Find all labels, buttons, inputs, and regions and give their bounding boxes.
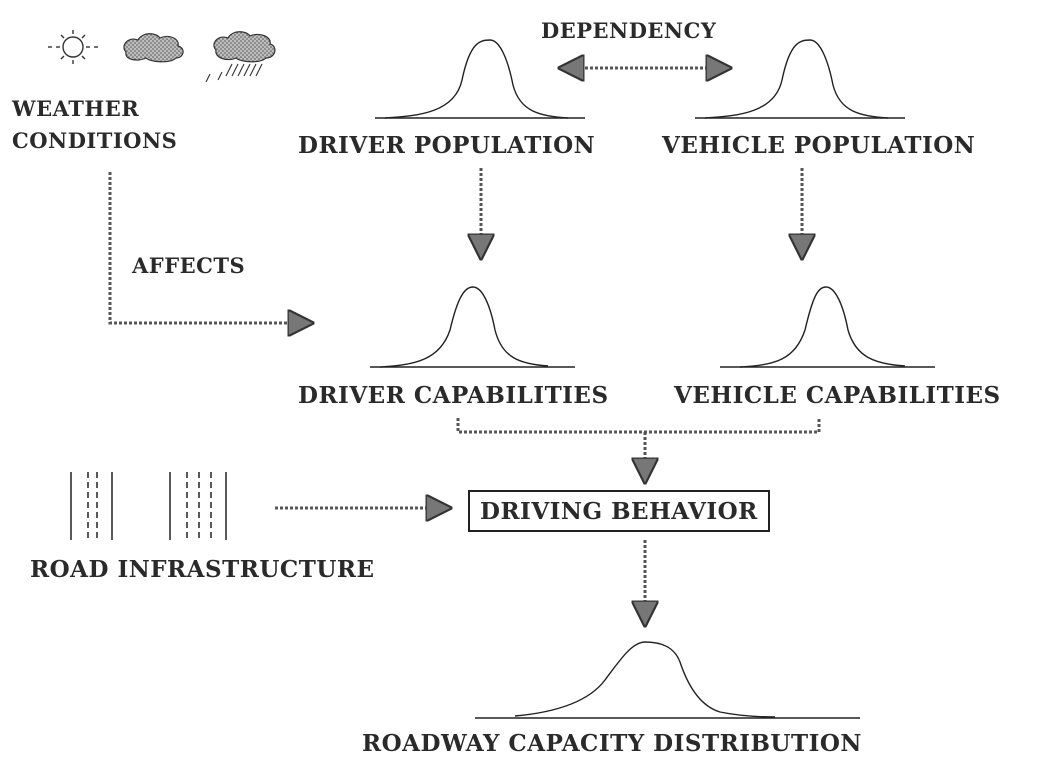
arrow-weather-affects — [108, 172, 312, 323]
bell-curve-vehicle-population — [695, 39, 905, 119]
weather-label-line1: WEATHER — [12, 96, 140, 121]
rain-cloud-icon — [205, 31, 276, 83]
three-lane-road-icon — [169, 472, 227, 540]
dependency-label: DEPENDENCY — [541, 18, 717, 43]
roadway-capacity-label: ROADWAY CAPACITY DISTRIBUTION — [362, 730, 862, 757]
cloud-icon — [123, 33, 184, 63]
driving-behavior-box: DRIVING BEHAVIOR — [468, 490, 770, 532]
driver-capabilities-label: DRIVER CAPABILITIES — [298, 382, 609, 409]
bell-curve-roadway-capacity — [475, 641, 860, 719]
sun-icon — [48, 30, 98, 64]
bell-curve-driver-capabilities — [370, 286, 575, 368]
bell-curve-driver-population — [375, 39, 585, 119]
two-lane-road-icon — [70, 472, 113, 540]
vehicle-population-label: VEHICLE POPULATION — [662, 132, 976, 159]
vehicle-capabilities-label: VEHICLE CAPABILITIES — [674, 382, 1001, 409]
bell-curve-vehicle-capabilities — [720, 286, 935, 368]
driver-population-label: DRIVER POPULATION — [298, 132, 596, 159]
affects-label: AFFECTS — [132, 253, 246, 278]
capabilities-merge-line — [456, 418, 821, 434]
weather-label-line2: CONDITIONS — [12, 128, 178, 153]
road-infrastructure-label: ROAD INFRASTRUCTURE — [30, 556, 375, 583]
